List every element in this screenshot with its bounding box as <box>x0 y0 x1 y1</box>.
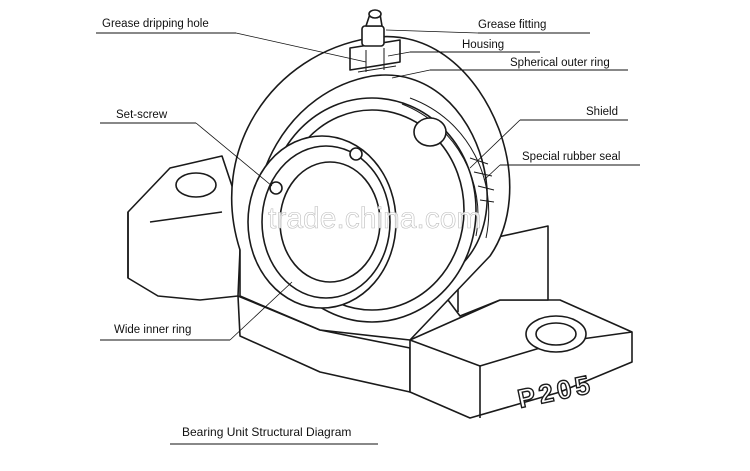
label-grease-fitting-text: Grease fitting <box>478 19 546 31</box>
set-screw-hole <box>269 181 283 195</box>
shield-ball-window <box>413 117 447 147</box>
watermark: trade.china.com <box>268 202 481 235</box>
label-spherical-outer-ring: Spherical outer ring <box>391 57 628 79</box>
label-housing-text: Housing <box>462 39 504 51</box>
right-bolt-slot <box>525 315 587 353</box>
bearing-insert <box>247 97 495 323</box>
label-wide-inner-ring-text: Wide inner ring <box>114 324 191 336</box>
set-screw-hole-top <box>349 147 363 161</box>
label-special-rubber-seal-text: Special rubber seal <box>522 151 620 163</box>
left-bolt-slot <box>175 172 217 198</box>
label-housing: Housing <box>387 39 540 57</box>
grease-fitting-icon <box>349 9 401 73</box>
label-spherical-outer-ring-text: Spherical outer ring <box>510 57 610 69</box>
caption-text: Bearing Unit Structural Diagram <box>182 425 351 439</box>
label-set-screw: Set-screw <box>100 109 273 187</box>
label-grease-dripping-hole-text: Grease dripping hole <box>102 18 209 30</box>
label-wide-inner-ring: Wide inner ring <box>100 281 293 341</box>
label-grease-fitting: Grease fitting <box>385 19 590 34</box>
inner-ring-face <box>247 135 397 309</box>
label-shield-text: Shield <box>586 106 618 118</box>
label-shield: Shield <box>469 106 628 169</box>
label-grease-dripping-hole: Grease dripping hole <box>96 18 367 63</box>
label-set-screw-text: Set-screw <box>116 109 168 121</box>
diagram-caption: Bearing Unit Structural Diagram <box>170 425 378 445</box>
label-special-rubber-seal: Special rubber seal <box>483 151 640 181</box>
